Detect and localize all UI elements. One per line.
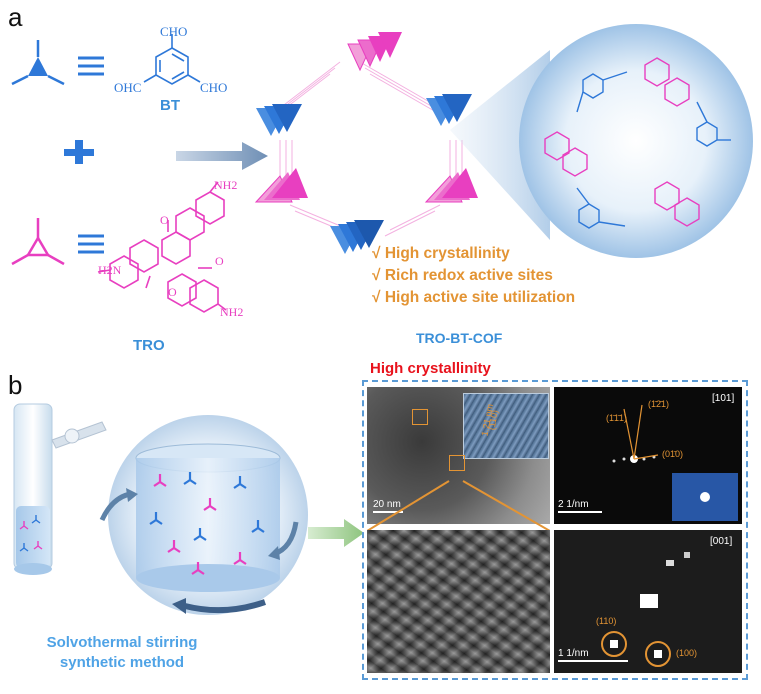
blue-stack-bottom xyxy=(330,220,384,254)
pipe-connector xyxy=(51,421,107,449)
fft-zone-axis: [001] xyxy=(710,536,733,547)
zoom-cone xyxy=(450,50,550,240)
feature-item-2: √ Rich redox active sites xyxy=(372,267,553,284)
truxenone-core xyxy=(97,181,227,313)
cof-framework xyxy=(254,32,478,254)
tro-label: TRO xyxy=(133,337,165,354)
plus-icon xyxy=(64,140,94,164)
tro-nh2-left: H2N xyxy=(98,263,122,277)
tem-roi-box-1 xyxy=(412,409,428,425)
cof-blue-units xyxy=(576,71,731,229)
panel-a-label: a xyxy=(8,2,23,32)
scale-label-20nm: 20 nm xyxy=(373,499,401,510)
method-label-line-1: Solvothermal stirring xyxy=(46,634,198,651)
blue-monomers xyxy=(149,472,265,541)
scale-label-saed: 2 1/nm xyxy=(558,499,589,510)
pink-stack-left xyxy=(254,168,308,203)
tem-image-lowmag: 1.21 nm (110) 20 nm xyxy=(367,387,550,524)
saed-zone-axis: [101] xyxy=(712,393,735,404)
scale-bar-fft xyxy=(558,660,628,662)
blue-stack-left xyxy=(256,104,302,136)
cof-pink-units xyxy=(544,57,700,227)
benzene-ring xyxy=(143,34,201,85)
equals-icon xyxy=(78,234,104,254)
fft-spots xyxy=(601,552,690,667)
tem-roi-box-2 xyxy=(449,455,465,471)
bt-cho-left: OHC xyxy=(114,80,142,95)
reaction-vial xyxy=(13,403,107,575)
result-arrow-icon xyxy=(308,519,364,547)
crystallinity-title: High crystallinity xyxy=(370,360,491,377)
method-label-line-2: synthetic method xyxy=(59,654,185,671)
feature-item-1: √ High crystallinity xyxy=(372,245,510,262)
bt-cho-top: CHO xyxy=(160,24,188,39)
tro-o-top: O xyxy=(160,213,169,227)
scale-bar-20nm xyxy=(373,511,403,513)
tem-frame xyxy=(362,380,748,680)
saed-idx-2: (1̄2̄1) xyxy=(648,399,670,409)
bt-structure xyxy=(11,34,201,86)
feature-item-3: √ High active site utilization xyxy=(372,289,576,306)
tem-image-highres xyxy=(367,530,550,673)
stirring-drum xyxy=(99,415,308,615)
saed-spots xyxy=(612,404,738,521)
scale-bar-saed xyxy=(558,511,602,513)
pink-node-icon xyxy=(11,218,65,266)
pink-stack-top xyxy=(347,32,402,72)
equals-icon xyxy=(78,56,104,76)
pink-monomers xyxy=(153,474,247,575)
fft-idx-2: (100) xyxy=(676,648,698,658)
saed-pattern: [101] (1̄1̄1) (1̄2̄1) (01̄0) 2 1/nm xyxy=(554,387,742,524)
saed-idx-3: (01̄0) xyxy=(662,449,684,459)
tro-structure xyxy=(11,181,227,313)
zoom-lines xyxy=(367,480,550,531)
blue-node-icon xyxy=(11,40,65,86)
reaction-arrow-icon xyxy=(176,142,268,170)
tro-nh2-bottom: NH2 xyxy=(220,305,244,319)
tem-inset-fringe xyxy=(463,393,549,459)
cof-label: TRO-BT-COF xyxy=(416,330,503,346)
tro-nh2-top: NH2 xyxy=(214,178,238,192)
tro-o-right: O xyxy=(215,254,224,268)
fft-pattern: [001] (110) (100) 1 1/nm xyxy=(554,530,742,673)
framework-links xyxy=(269,61,463,237)
tro-o-bottom: O xyxy=(168,285,177,299)
cof-zoom-circle xyxy=(519,24,753,258)
scale-label-fft: 1 1/nm xyxy=(558,648,589,659)
blue-stack-right xyxy=(426,94,472,126)
lattice-pattern xyxy=(367,530,550,673)
pink-stack-right xyxy=(424,168,478,203)
fft-idx-1: (110) xyxy=(596,616,617,626)
saed-idx-1: (1̄1̄1) xyxy=(606,413,628,423)
panel-b-label: b xyxy=(8,370,23,400)
bt-label: BT xyxy=(160,97,180,114)
bt-cho-right: CHO xyxy=(200,80,228,95)
